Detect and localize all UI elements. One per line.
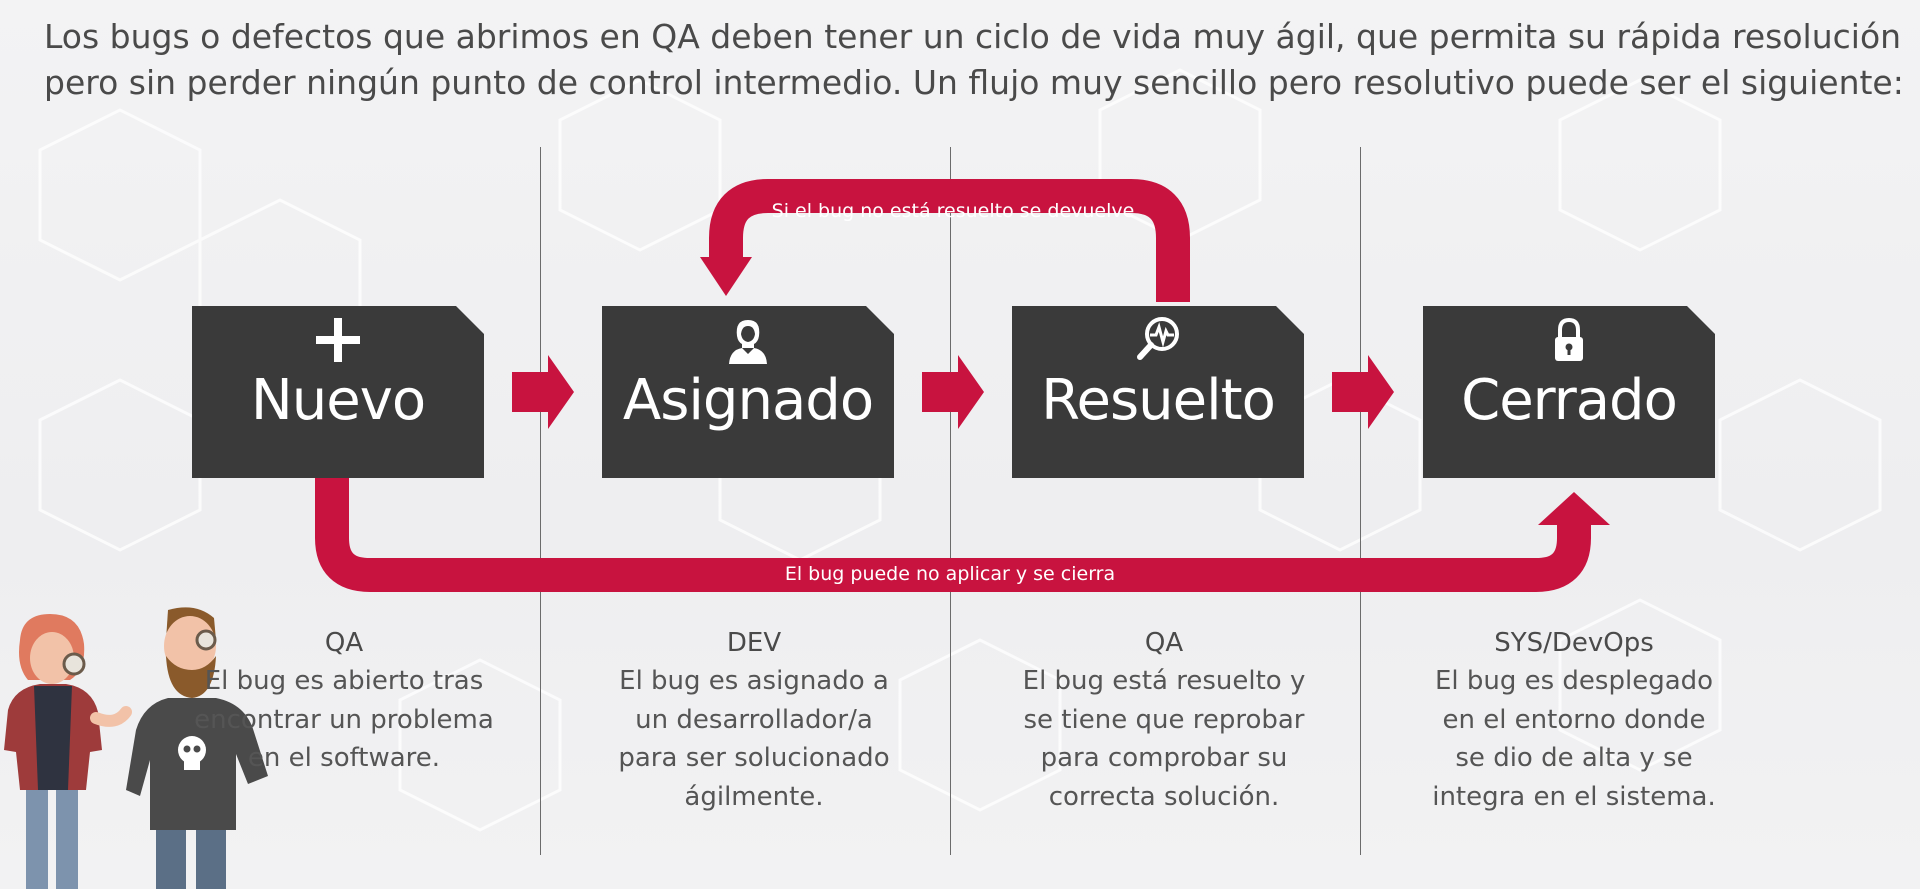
magnifier-pulse-icon [1137, 317, 1179, 360]
return-loop-arrowhead [700, 257, 752, 296]
people-illustration [4, 607, 268, 889]
stage-resuelto: Resuelto [1012, 306, 1304, 478]
stage-role: QA [324, 628, 364, 658]
stage-label: Cerrado [1461, 368, 1678, 433]
stage-cerrado: Cerrado [1423, 306, 1715, 478]
forward-arrow [512, 355, 574, 429]
stage-description-resuelto: QA El bug está resuelto y se tiene que r… [1014, 624, 1314, 816]
stage-label: Resuelto [1041, 368, 1276, 433]
stage-label: Asignado [622, 368, 874, 433]
lock-icon [1555, 317, 1583, 361]
forward-arrow [922, 355, 984, 429]
column-divider [540, 147, 541, 855]
return-loop-label: Si el bug no está resuelto se devuelve [771, 200, 1135, 222]
person-icon [729, 320, 767, 364]
stage-role: SYS/DevOps [1494, 628, 1654, 658]
stage-description: El bug es abierto tras encontrar un prob… [194, 666, 494, 773]
forward-arrow [1332, 355, 1394, 429]
close-loop-arrow [315, 478, 1591, 592]
close-loop-arrowhead [1538, 492, 1610, 525]
return-loop-arrow [709, 179, 1190, 302]
intro-text: Los bugs o defectos que abrimos en QA de… [44, 17, 1904, 102]
column-divider [1360, 147, 1361, 855]
stage-nuevo: Nuevo [192, 306, 484, 478]
stage-description: El bug está resuelto y se tiene que repr… [1022, 666, 1306, 812]
plus-icon [316, 318, 360, 362]
stage-description: El bug es asignado a un desarrollador/a … [618, 666, 890, 812]
stage-description-asignado: DEV El bug es asignado a un desarrollado… [604, 624, 904, 816]
close-loop-label: El bug puede no aplicar y se cierra [784, 563, 1116, 585]
column-divider [950, 147, 951, 855]
stage-role: QA [1144, 628, 1184, 658]
stage-label: Nuevo [250, 368, 426, 433]
stage-description-nuevo: QA El bug es abierto tras encontrar un p… [194, 624, 494, 778]
stage-description: El bug es desplegado en el entorno donde… [1432, 666, 1716, 812]
stage-description-cerrado: SYS/DevOps El bug es desplegado en el en… [1424, 624, 1724, 816]
stage-role: DEV [726, 628, 782, 658]
stage-asignado: Asignado [602, 306, 894, 478]
